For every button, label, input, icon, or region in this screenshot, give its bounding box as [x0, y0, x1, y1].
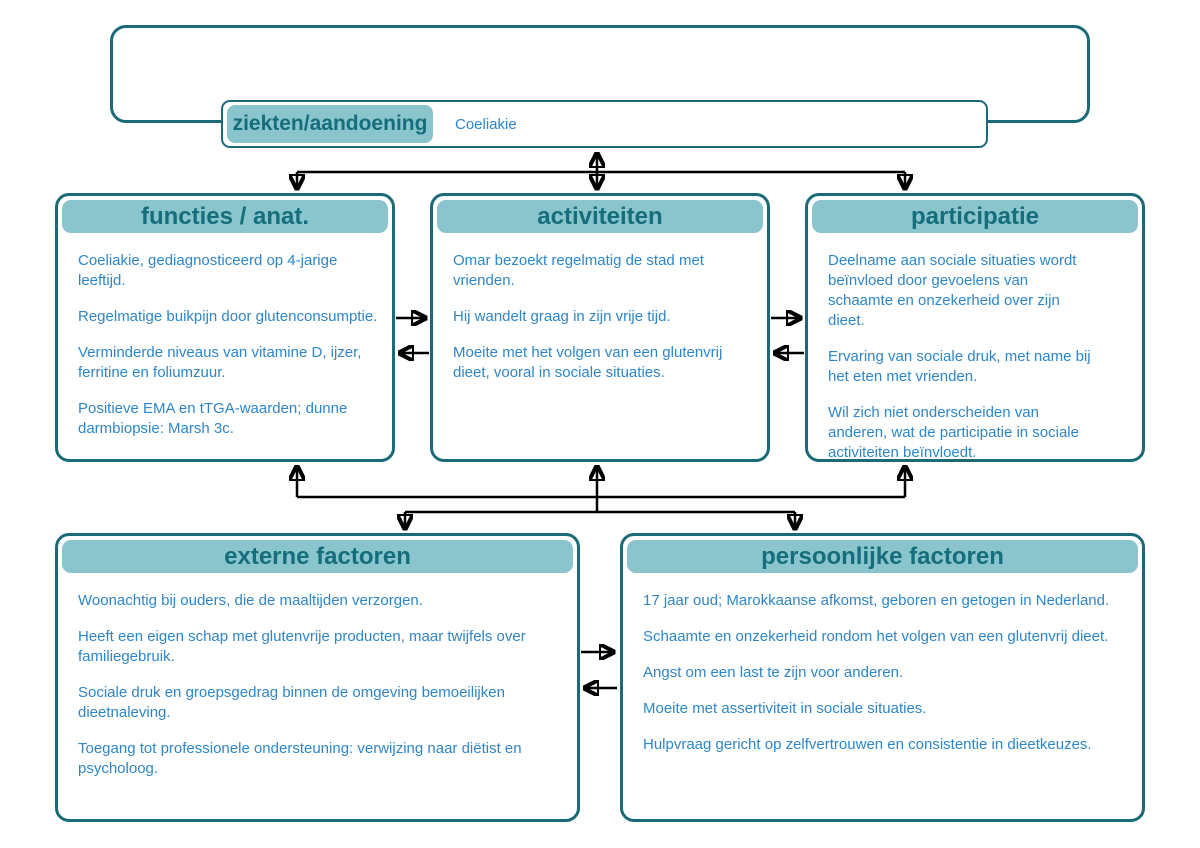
functies-paragraph-1: Coeliakie, gediagnosticeerd op 4-jarige … — [78, 252, 338, 289]
panel-externe-body: Woonachtig bij ouders, die de maaltijden… — [58, 577, 577, 779]
persoonlijke-paragraph-1: 17 jaar oud; Marokkaanse afkomst, gebore… — [643, 592, 1110, 609]
panel-persoonlijke-body: 17 jaar oud; Marokkaanse afkomst, gebore… — [623, 577, 1142, 755]
panel-activiteiten-body: Omar bezoekt regelmatig de stad met vrie… — [433, 237, 767, 383]
panel-participatie-body: Deelname aan sociale situaties wordt beï… — [808, 237, 1142, 463]
externe-paragraph-1: Woonachtig bij ouders, die de maaltijden… — [78, 592, 423, 609]
externe-paragraph-3: Sociale druk en groepsgedrag binnen de o… — [78, 684, 505, 721]
participatie-paragraph-3: Wil zich niet onderscheiden van anderen,… — [828, 404, 1079, 461]
activiteiten-paragraph-1: Omar bezoekt regelmatig de stad met vrie… — [453, 252, 704, 289]
participatie-paragraph-1: Deelname aan sociale situaties wordt beï… — [828, 252, 1077, 329]
persoonlijke-paragraph-5: Hulpvraag gericht op zelfvertrouwen en c… — [643, 736, 1092, 753]
panel-externe-factoren: externe factoren Woonachtig bij ouders, … — [55, 533, 580, 822]
functies-paragraph-2: Regelmatige buikpijn door glutenconsumpt… — [78, 308, 378, 325]
disease-value: Coeliakie — [455, 115, 517, 133]
panel-functies-title: functies / anat. — [62, 200, 388, 233]
activiteiten-paragraph-2: Hij wandelt graag in zijn vrije tijd. — [453, 308, 671, 325]
panel-activiteiten: activiteiten Omar bezoekt regelmatig de … — [430, 193, 770, 462]
persoonlijke-paragraph-3: Angst om een last te zijn voor anderen. — [643, 664, 904, 681]
functies-paragraph-4: Positieve EMA en tTGA-waarden; dunne dar… — [78, 400, 348, 437]
panel-functies: functies / anat. Coeliakie, gediagnostic… — [55, 193, 395, 462]
participatie-paragraph-2: Ervaring van sociale druk, met name bij … — [828, 348, 1091, 385]
panel-participatie: participatie Deelname aan sociale situat… — [805, 193, 1145, 462]
externe-paragraph-2: Heeft een eigen schap met glutenvrije pr… — [78, 628, 526, 665]
panel-externe-title: externe factoren — [62, 540, 573, 573]
externe-paragraph-4: Toegang tot professionele ondersteuning:… — [78, 740, 522, 777]
panel-persoonlijke-title: persoonlijke factoren — [627, 540, 1138, 573]
panel-participatie-title: participatie — [812, 200, 1138, 233]
panel-functies-body: Coeliakie, gediagnosticeerd op 4-jarige … — [58, 237, 392, 439]
panel-persoonlijke-factoren: persoonlijke factoren 17 jaar oud; Marok… — [620, 533, 1145, 822]
disease-row: ziekten/aandoening Coeliakie — [221, 100, 988, 148]
persoonlijke-paragraph-2: Schaamte en onzekerheid rondom het volge… — [643, 628, 1109, 645]
disease-label: ziekten/aandoening — [227, 105, 433, 143]
panel-activiteiten-title: activiteiten — [437, 200, 763, 233]
functies-paragraph-3: Verminderde niveaus van vitamine D, ijze… — [78, 344, 362, 381]
persoonlijke-paragraph-4: Moeite met assertiviteit in sociale situ… — [643, 700, 927, 717]
activiteiten-paragraph-3: Moeite met het volgen van een glutenvrij… — [453, 344, 723, 381]
